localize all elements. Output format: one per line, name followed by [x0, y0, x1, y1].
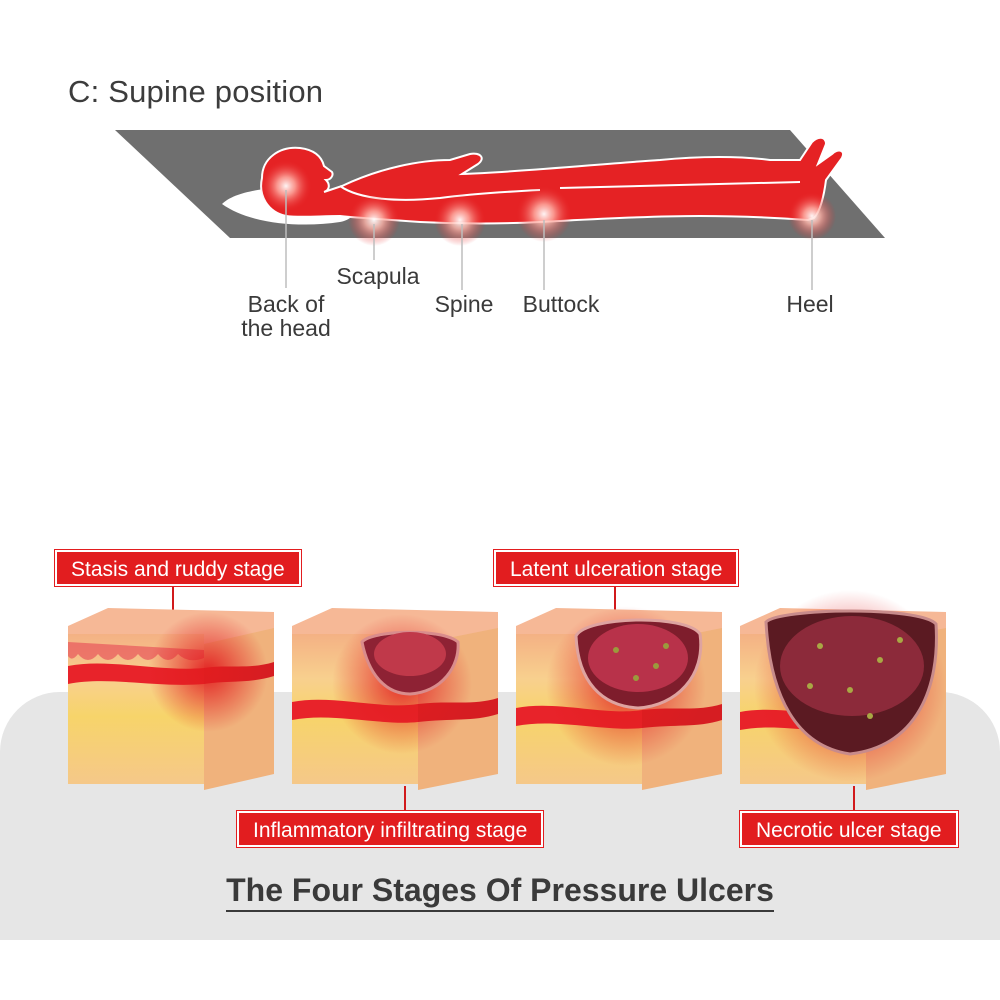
stage-tag-inflammatory: Inflammatory infiltrating stage	[235, 810, 545, 848]
supine-body-illustration	[115, 130, 885, 290]
glow-back-of-head	[260, 160, 312, 212]
main-title: The Four Stages Of Pressure Ulcers	[0, 872, 1000, 912]
skin-block-stasis	[68, 608, 274, 790]
stage-tag-necrotic: Necrotic ulcer stage	[739, 810, 959, 848]
glow-spine	[434, 194, 486, 246]
connector-stage-3	[614, 584, 616, 612]
label-spine: Spine	[434, 291, 494, 317]
label-buttock: Buttock	[522, 291, 600, 317]
label-back-of-head: Back of the head	[241, 291, 331, 341]
leg-outline	[559, 181, 801, 189]
main-title-text: The Four Stages Of Pressure Ulcers	[226, 872, 774, 912]
label-scapula: Scapula	[336, 263, 420, 289]
glow-scapula	[348, 194, 400, 246]
connector-stage-4	[853, 786, 855, 814]
stage-tag-stasis: Stasis and ruddy stage	[54, 549, 302, 587]
label-heel: Heel	[786, 291, 834, 317]
section-title: C: Supine position	[68, 74, 324, 109]
skin-block-inflammatory	[292, 608, 498, 790]
glow-buttock	[516, 186, 572, 242]
arm-outline	[339, 185, 541, 201]
skin-block-necrotic	[740, 590, 946, 790]
connector-stage-1	[172, 584, 174, 612]
stage-tag-latent: Latent ulceration stage	[492, 549, 740, 587]
glow-heel	[788, 192, 836, 240]
connector-stage-2	[404, 786, 406, 814]
skin-block-latent	[516, 606, 722, 790]
